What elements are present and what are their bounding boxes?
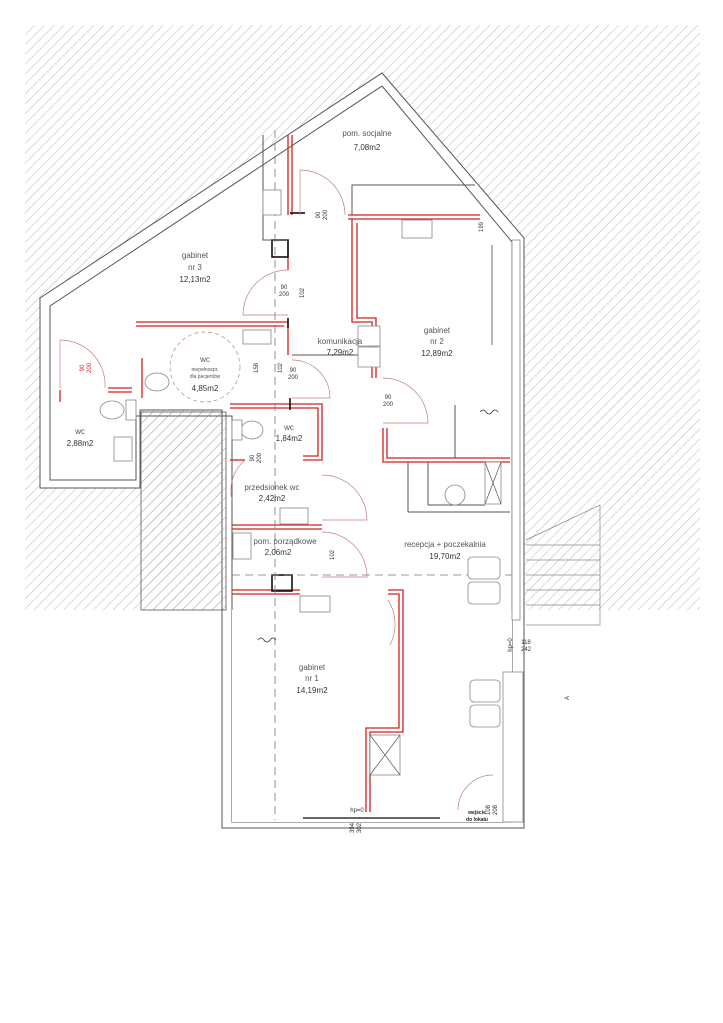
room-area: 2,42m2	[259, 494, 286, 503]
svg-text:200: 200	[288, 375, 299, 381]
north-mark: A	[565, 696, 571, 700]
room-name: pom. socjalne	[342, 129, 392, 138]
svg-text:302: 302	[357, 822, 363, 833]
room-area: 2,06m2	[265, 548, 292, 557]
room-name: gabinet	[424, 326, 451, 335]
svg-text:90: 90	[385, 395, 392, 401]
svg-text:90: 90	[281, 285, 288, 291]
svg-text:200: 200	[87, 362, 93, 373]
room-number: nr 2	[430, 337, 444, 346]
room-area: 12,89m2	[421, 349, 453, 358]
svg-text:200: 200	[383, 402, 394, 408]
hatched-block	[140, 411, 227, 611]
entrance-label: do lokalu	[466, 817, 488, 823]
svg-text:208: 208	[493, 804, 499, 815]
entrance-label: wejście	[467, 810, 486, 816]
svg-text:394: 394	[350, 822, 356, 833]
room-area: 4,85m2	[192, 384, 219, 393]
svg-text:102: 102	[278, 362, 284, 373]
room-name: gabinet	[182, 251, 209, 260]
room-name: przedsionek wc	[244, 483, 299, 492]
room-area: 7,08m2	[354, 143, 381, 152]
dashed-lines	[232, 130, 512, 820]
room-name: komunikacja	[318, 337, 363, 346]
room-area: 14,19m2	[296, 686, 328, 695]
dimension-labels: 90 200 90 200 102 90 200 158 102 90 200 …	[80, 209, 532, 833]
room-name: wc	[199, 355, 210, 364]
svg-text:hp=0: hp=0	[350, 808, 364, 814]
svg-text:199: 199	[479, 221, 485, 232]
svg-text:90: 90	[250, 454, 256, 461]
svg-text:102: 102	[300, 287, 306, 298]
room-name: gabinet	[299, 663, 326, 672]
svg-text:108: 108	[486, 804, 492, 815]
svg-text:90: 90	[316, 211, 322, 218]
svg-text:200: 200	[257, 452, 263, 463]
room-note: dla pacjentów	[190, 374, 221, 380]
room-area: 2,88m2	[67, 439, 94, 448]
room-area: 7,29m2	[327, 348, 354, 357]
room-labels: pom. socjalne 7,08m2 gabinet nr 3 12,13m…	[67, 129, 487, 695]
svg-text:90: 90	[290, 368, 297, 374]
outside-stairs	[525, 504, 601, 626]
room-area: 12,13m2	[179, 275, 211, 284]
svg-text:hp=0: hp=0	[508, 638, 514, 652]
svg-text:200: 200	[323, 209, 329, 220]
room-area: 19,70m2	[429, 552, 461, 561]
svg-text:200: 200	[279, 292, 290, 298]
room-name: wc	[74, 427, 85, 436]
room-name: pom. porządkowe	[253, 537, 317, 546]
room-number: nr 1	[305, 674, 319, 683]
room-area: 1,84m2	[276, 434, 303, 443]
svg-text:158: 158	[254, 362, 260, 373]
room-name: wc	[283, 423, 294, 432]
doors[interactable]	[59, 169, 494, 811]
svg-text:102: 102	[330, 549, 336, 560]
svg-text:90: 90	[80, 364, 86, 371]
room-name: recepcja + poczekalnia	[404, 540, 486, 549]
partitions	[262, 135, 510, 513]
fixtures	[99, 189, 524, 823]
room-note: niepełnospr.	[192, 367, 219, 373]
svg-text:118: 118	[521, 640, 531, 646]
svg-text:242: 242	[521, 647, 532, 653]
room-number: nr 3	[188, 263, 202, 272]
